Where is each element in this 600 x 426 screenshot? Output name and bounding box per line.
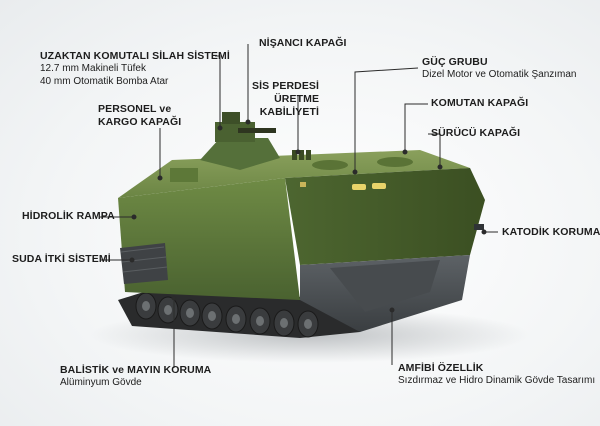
water-jet-panel: [120, 243, 168, 284]
leader-lines: [100, 44, 498, 368]
label-personnel-hatch: PERSONEL ve KARGO KAPAĞI: [98, 103, 181, 129]
commander-hatch-title: KOMUTAN KAPAĞI: [431, 97, 529, 109]
personnel-hatch: [170, 168, 198, 182]
driver-hatch: [377, 157, 413, 167]
water-propulsion-title: SUDA İTKİ SİSTEMİ: [12, 253, 111, 265]
smoke-screen-line1: SİS PERDESİ: [252, 80, 320, 92]
smoke-screen-line2: ÜRETME: [274, 93, 320, 106]
remote-weapon-line2: 40 mm Otomatik Bomba Atar: [40, 75, 169, 87]
ballistic-title: BALİSTİK ve MAYIN KORUMA: [60, 364, 212, 376]
smoke-launchers: [292, 150, 311, 160]
label-commander-hatch: KOMUTAN KAPAĞI: [431, 97, 528, 110]
amphibious-line1: Sızdırmaz ve Hidro Dinamik Gövde Tasarım…: [398, 375, 596, 387]
personnel-hatch-line2: KARGO KAPAĞI: [98, 116, 182, 129]
label-power-pack: GÜÇ GRUBU Dizel Motor ve Otomatik Şanzım…: [422, 56, 577, 82]
power-pack-title: GÜÇ GRUBU: [422, 56, 488, 68]
weapon-station: [200, 112, 280, 170]
label-amphibious: AMFİBİ ÖZELLİK Sızdırmaz ve Hidro Dinami…: [398, 362, 595, 388]
label-ballistic: BALİSTİK ve MAYIN KORUMA Alüminyum Gövde: [60, 364, 211, 390]
cathodic-plate: [474, 224, 484, 230]
label-driver-hatch: SÜRÜCÜ KAPAĞI: [431, 127, 520, 140]
commander-hatch: [312, 160, 348, 170]
label-water-propulsion: SUDA İTKİ SİSTEMİ: [12, 253, 111, 266]
remote-weapon-title: UZAKTAN KOMUTALI SİLAH SİSTEMİ: [40, 50, 230, 62]
amphibious-title: AMFİBİ ÖZELLİK: [398, 362, 484, 374]
hydraulic-ramp-title: HİDROLİK RAMPA: [22, 210, 115, 222]
label-smoke-screen: SİS PERDESİ ÜRETME KABİLİYETİ: [252, 80, 319, 119]
driver-hatch-title: SÜRÜCÜ KAPAĞI: [431, 127, 521, 139]
label-remote-weapon: UZAKTAN KOMUTALI SİLAH SİSTEMİ 12.7 mm M…: [40, 50, 230, 88]
front-hull: [285, 168, 485, 265]
label-gunner-hatch: NİŞANCI KAPAĞI: [259, 37, 347, 50]
cathodic-title: KATODİK KORUMA: [502, 226, 600, 238]
headlights: [300, 182, 386, 190]
remote-weapon-line1: 12.7 mm Makineli Tüfek: [40, 63, 146, 75]
smoke-screen-line3: KABİLİYETİ: [259, 106, 320, 119]
power-pack-line1: Dizel Motor ve Otomatik Şanzıman: [422, 69, 577, 81]
ballistic-line1: Alüminyum Gövde: [60, 377, 142, 389]
label-cathodic: KATODİK KORUMA: [502, 226, 600, 239]
label-hydraulic-ramp: HİDROLİK RAMPA: [22, 210, 115, 223]
personnel-hatch-line1: PERSONEL ve: [98, 103, 172, 115]
gunner-hatch-title: NİŞANCI KAPAĞI: [259, 37, 347, 49]
